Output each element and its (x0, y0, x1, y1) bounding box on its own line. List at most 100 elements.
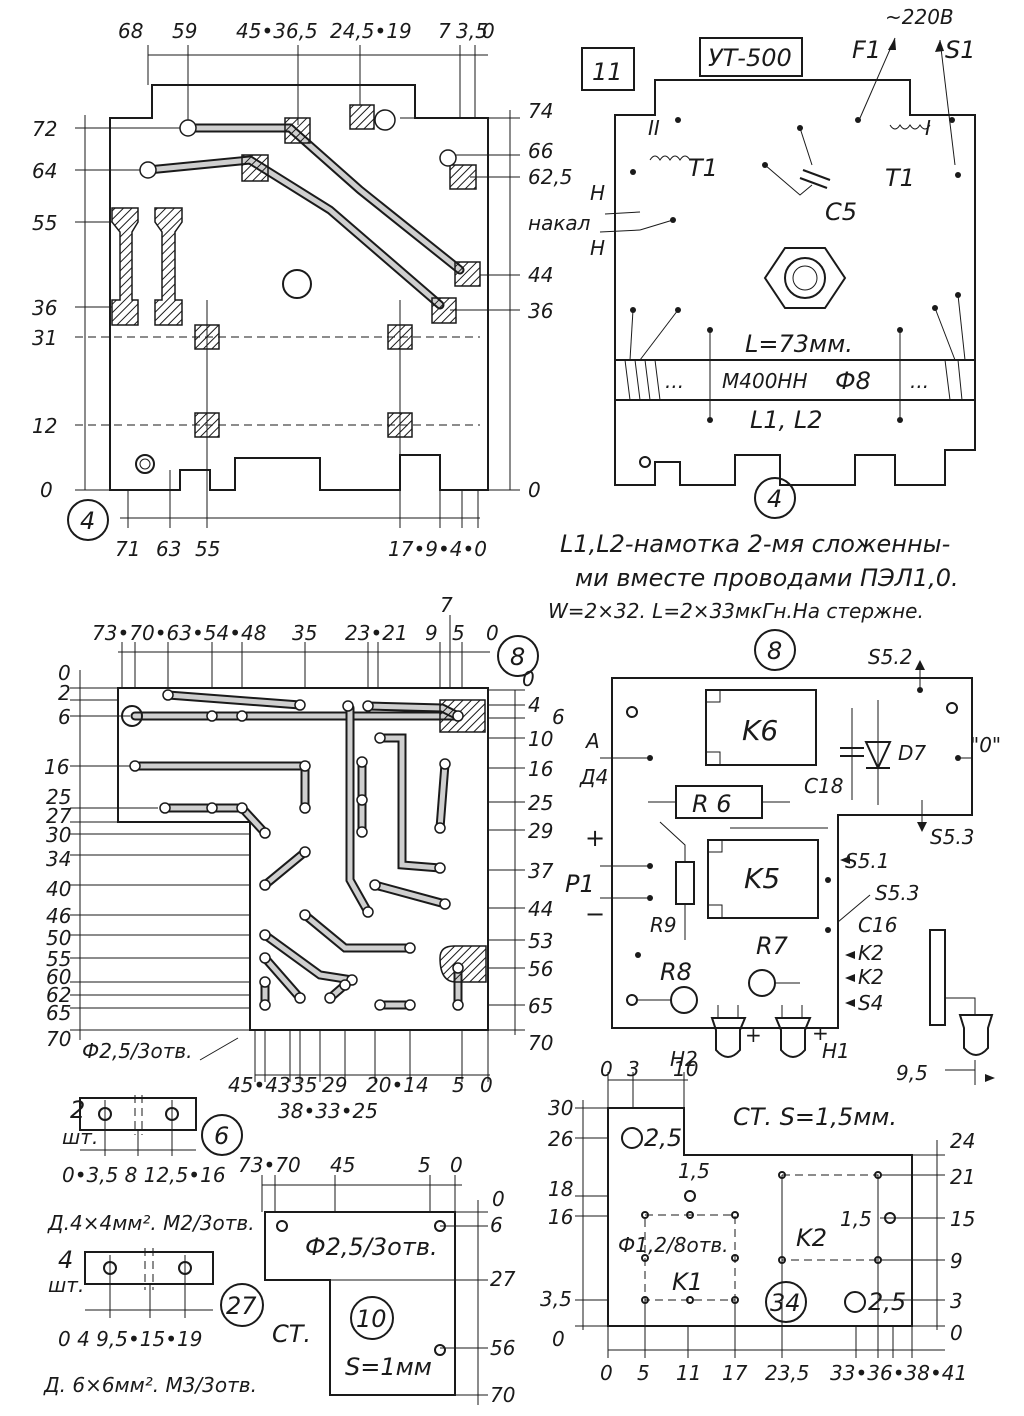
part-10-right-dim-6: 6 (490, 1213, 503, 1237)
part-27-label: 27 (226, 1292, 257, 1320)
switch-s5-3-label: S5.3 (875, 881, 920, 905)
part-10-holes: Ф2,5/3отв. (305, 1233, 438, 1261)
board-4-top-dim-24: 24,5•19 (330, 19, 412, 43)
board-8-left-dim-30: 30 (46, 823, 71, 847)
switch-s1-label: S1 (945, 36, 976, 64)
model-label: УТ-500 (708, 44, 792, 72)
schematic-4-label: 4 (767, 485, 782, 513)
board-8-left-dim-0: 0 (58, 661, 71, 685)
board-4-right-dim-44: 44 (528, 263, 553, 287)
board-4-top-dim-68: 68 (118, 19, 143, 43)
part-27-qty-unit: шт. (48, 1273, 84, 1297)
led-h1-plus: + (812, 1021, 829, 1045)
part-6-bracket: 2 шт. 0•3,5 8 12,5•16 6 Д.4×4мм². М2/3от… (47, 1095, 255, 1235)
board-8-right-dim-44: 44 (528, 897, 553, 921)
board-8-bottom-dim-0: 0 (480, 1073, 493, 1097)
part-10-right-dim-56: 56 (490, 1336, 515, 1360)
part-34-bottom-dim-5: 5 (637, 1361, 650, 1385)
board-4-left-dim-64: 64 (32, 159, 57, 183)
schematic-8-outline (611, 677, 973, 1029)
capacitor-c5-label: C5 (825, 198, 857, 226)
part-10-right-dim-0: 0 (492, 1187, 505, 1211)
resistor-r8-label: R8 (660, 958, 692, 986)
board-8-right-dim-70: 70 (528, 1031, 553, 1055)
board-4-left-dim-0: 0 (40, 478, 53, 502)
part-34-right-dim-3: 3 (950, 1289, 963, 1313)
board-8-left-dim-55: 55 (46, 947, 71, 971)
part-34-left-dim-0: 0 (552, 1327, 565, 1351)
resistor-r6-label: R 6 (692, 790, 732, 818)
part-6-label: 6 (214, 1122, 229, 1150)
coils-l1-l2: L1, L2 (750, 406, 823, 434)
board-8-bottom-dims-2: 38•33•25 (278, 1099, 378, 1123)
board-4-bottom-dim-55: 55 (195, 537, 220, 561)
part-34-left-dim-26: 26 (548, 1127, 573, 1151)
part-34-left-dim-18: 18 (548, 1177, 573, 1201)
board-4-right-dim-74: 74 (528, 99, 553, 123)
part-34-bottom-dim-23-5: 23,5 (765, 1361, 810, 1385)
board-4-right-dim-66: 66 (528, 139, 553, 163)
part-34-left-dim-16: 16 (548, 1205, 573, 1229)
part-34-bottom-dim-17: 17 (722, 1361, 748, 1385)
dots-left: ... (665, 369, 684, 393)
led-h2-plus: + (745, 1023, 762, 1047)
switch-s5-3-top-label: S5.3 (930, 825, 975, 849)
board-8-left-dim-6: 6 (58, 705, 71, 729)
resistor-r7-label: R7 (756, 932, 789, 960)
board-8-left-dim-25: 25 (46, 785, 71, 809)
board-4-pcb: 68 59 45•36,5 24,5•19 7 3,5 0 72 64 55 3… (32, 19, 573, 561)
board-4-top-dim-3-5: 3,5 (456, 19, 488, 43)
board-8-right-dim-56: 56 (528, 957, 553, 981)
board-8-top-dim-9: 9 (425, 621, 438, 645)
part-34-bottom-dim-0: 0 (600, 1361, 613, 1385)
input-a-label: A (584, 729, 600, 753)
board-8-top-dim-7: 7 (440, 593, 453, 617)
part-10-top-dim-0: 0 (450, 1153, 463, 1177)
switch-s4-label: S4 (858, 991, 883, 1015)
plus-label: + (585, 824, 605, 852)
part-34-left-dim-30: 30 (548, 1096, 573, 1120)
schematic-8-component-side: 8 S5.2 K6 D7 C18 "0" A Д4 R 6 S5.3 (565, 629, 1001, 1085)
p1-label: P1 (565, 870, 595, 898)
switch-s5-1-label: S5.1 (845, 849, 890, 873)
board-4-top-dim-0: 0 (482, 19, 495, 43)
board-8-left-dim-62: 62 (46, 983, 71, 1007)
part-34-left-dim-3-5: 3,5 (540, 1287, 572, 1311)
schematic-4-component-side: 11 УТ-500 ~220В F1 S1 ... ... М400НН Ф8 … (528, 5, 976, 623)
led-mount-dim: 9,5 (896, 1061, 928, 1085)
minus-label: − (585, 900, 605, 928)
board-8-bottom-dim-45-43: 45•43 (228, 1073, 291, 1097)
fuse-f1-label: F1 (852, 36, 881, 64)
coil-note-line-3: W=2×32. L=2×33мкГн.На стержне. (548, 599, 924, 623)
heater-label: накал (528, 211, 591, 235)
board-8-top-dim-35: 35 (292, 621, 317, 645)
board-8-right-dim-6: 6 (552, 705, 565, 729)
part-34-top-dim-10: 10 (673, 1057, 698, 1081)
schematic-4-outline (614, 79, 976, 486)
relay-k5-label: K5 (744, 862, 780, 895)
part-34-k1-label: K1 (672, 1268, 703, 1296)
part-34-right-dim-24: 24 (950, 1129, 975, 1153)
board-8-left-dim-27: 27 (46, 804, 72, 828)
board-8-left-dim-2: 2 (58, 681, 71, 705)
diode-d7-label: D7 (898, 741, 926, 765)
winding-ii-label: II (648, 116, 660, 140)
coil-note-line-2: ми вместе проводами ПЭЛ1,0. (575, 564, 959, 592)
board-8-left-dim-40: 40 (46, 877, 71, 901)
part-34-small-hole-a: 1,5 (678, 1159, 710, 1183)
part-10-thickness: S=1мм (345, 1353, 432, 1381)
board-8-right-dim-16: 16 (528, 757, 553, 781)
part-34-title: СТ. S=1,5мм. (733, 1103, 897, 1131)
core-diameter: Ф8 (835, 367, 871, 395)
part-27-note: Д. 6×6мм². М3/3отв. (43, 1373, 257, 1397)
board-8-label: 8 (510, 643, 525, 671)
resistor-r9-label: R9 (650, 913, 677, 937)
part-27-qty: 4 (58, 1246, 73, 1274)
board-4-top-dim-59: 59 (172, 19, 197, 43)
coil-length: L=73мм. (745, 330, 853, 358)
part-10-plate: 73•70 45 5 0 0 6 27 56 70 Ф2,5/3отв. 10 … (238, 1153, 516, 1407)
board-4-left-dim-36: 36 (32, 296, 57, 320)
board-8-right-dim-37: 37 (528, 859, 554, 883)
part-34-right-dim-21: 21 (950, 1165, 975, 1189)
